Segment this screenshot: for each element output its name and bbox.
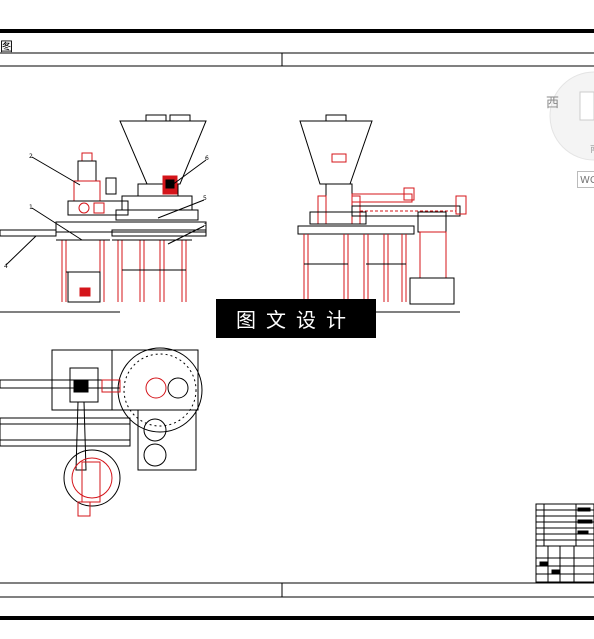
- wcs-menu[interactable]: WCS: [577, 171, 594, 188]
- watermark: 图文设计: [216, 299, 376, 338]
- svg-text:4: 4: [4, 263, 8, 270]
- svg-text:3: 3: [203, 221, 207, 228]
- svg-text:1: 1: [29, 204, 33, 211]
- svg-text:6: 6: [205, 155, 209, 162]
- svg-text:2: 2: [29, 153, 33, 160]
- tab-label: 图: [0, 40, 14, 55]
- front-view: [0, 114, 207, 313]
- side-view: [296, 114, 467, 313]
- sheet-frame: [0, 29, 594, 620]
- view-cube[interactable]: 南: [548, 60, 594, 180]
- svg-text:5: 5: [203, 195, 207, 202]
- compass-west-label[interactable]: 西: [546, 96, 560, 111]
- svg-text:南: 南: [590, 143, 594, 155]
- title-block: [535, 503, 594, 583]
- top-view: [0, 347, 203, 517]
- callout-labels: 2 1 4 6 5 3: [4, 153, 209, 270]
